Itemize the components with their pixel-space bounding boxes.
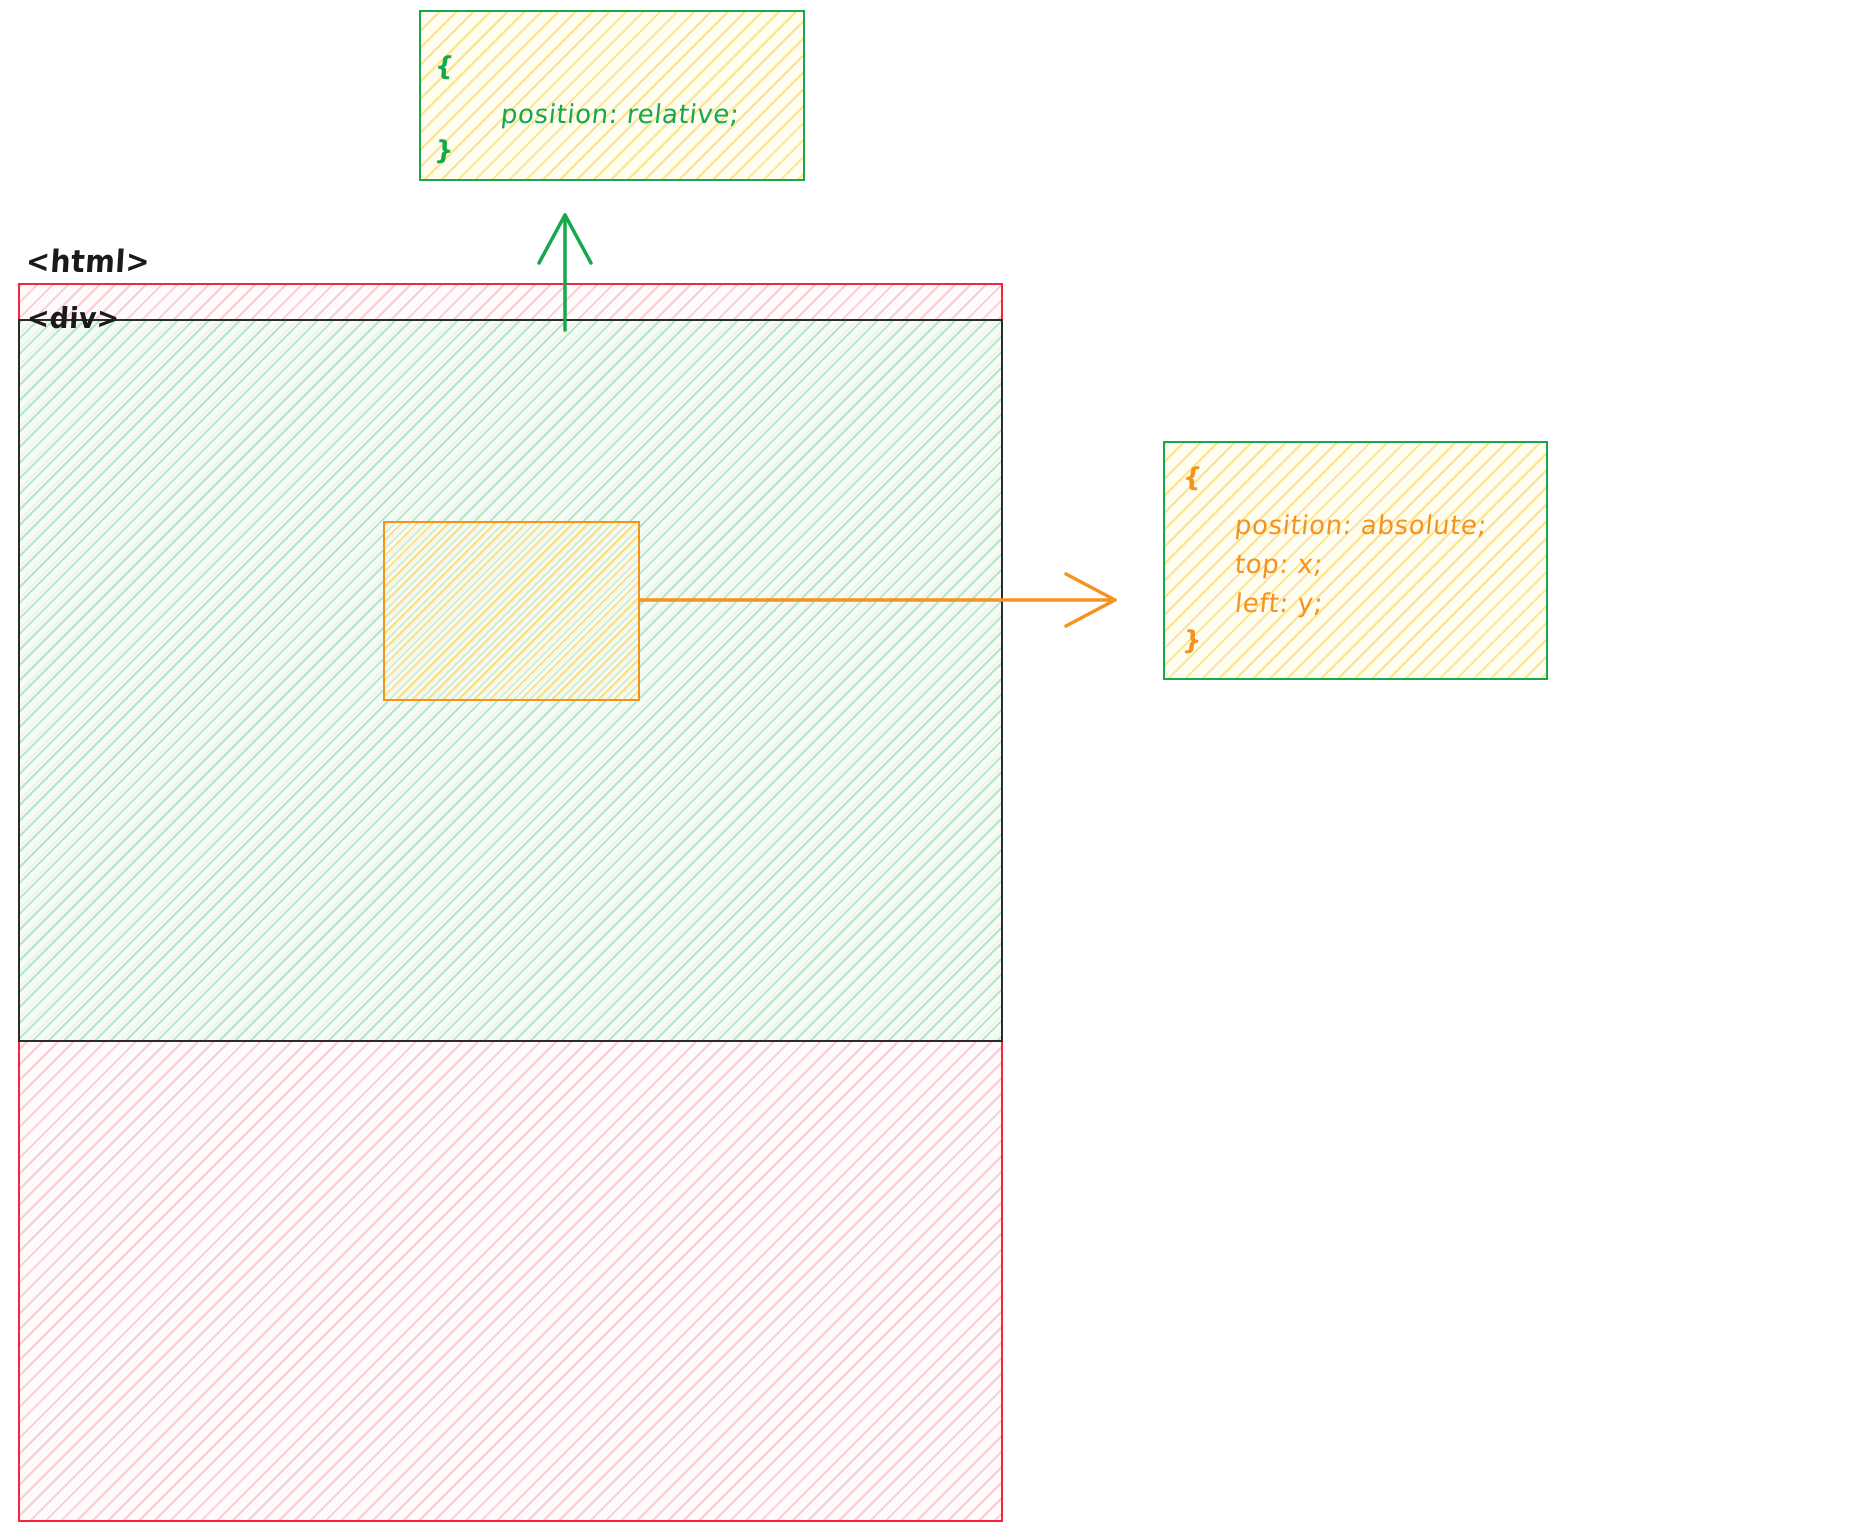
absolute-rule-top: top: x; [1233,550,1325,580]
callout-position-relative: { position: relative; } [419,10,805,181]
div-tag-label: <div> [25,301,121,335]
absolute-rule-left: left: y; [1233,589,1325,619]
absolute-child-box [383,521,640,701]
absolute-close-brace: } [1181,626,1204,656]
callout-hatch-fill [1165,443,1546,678]
relative-close-brace: } [433,136,456,166]
relative-rule: position: relative; [499,100,741,130]
absolute-rule-position: position: absolute; [1233,511,1489,541]
callout-position-absolute: { position: absolute; top: x; left: y; } [1163,441,1548,680]
relative-open-brace: { [433,52,456,82]
absolute-open-brace: { [1181,463,1204,493]
callout-hatch-fill [421,12,803,179]
html-tag-label: <html> [24,244,152,280]
